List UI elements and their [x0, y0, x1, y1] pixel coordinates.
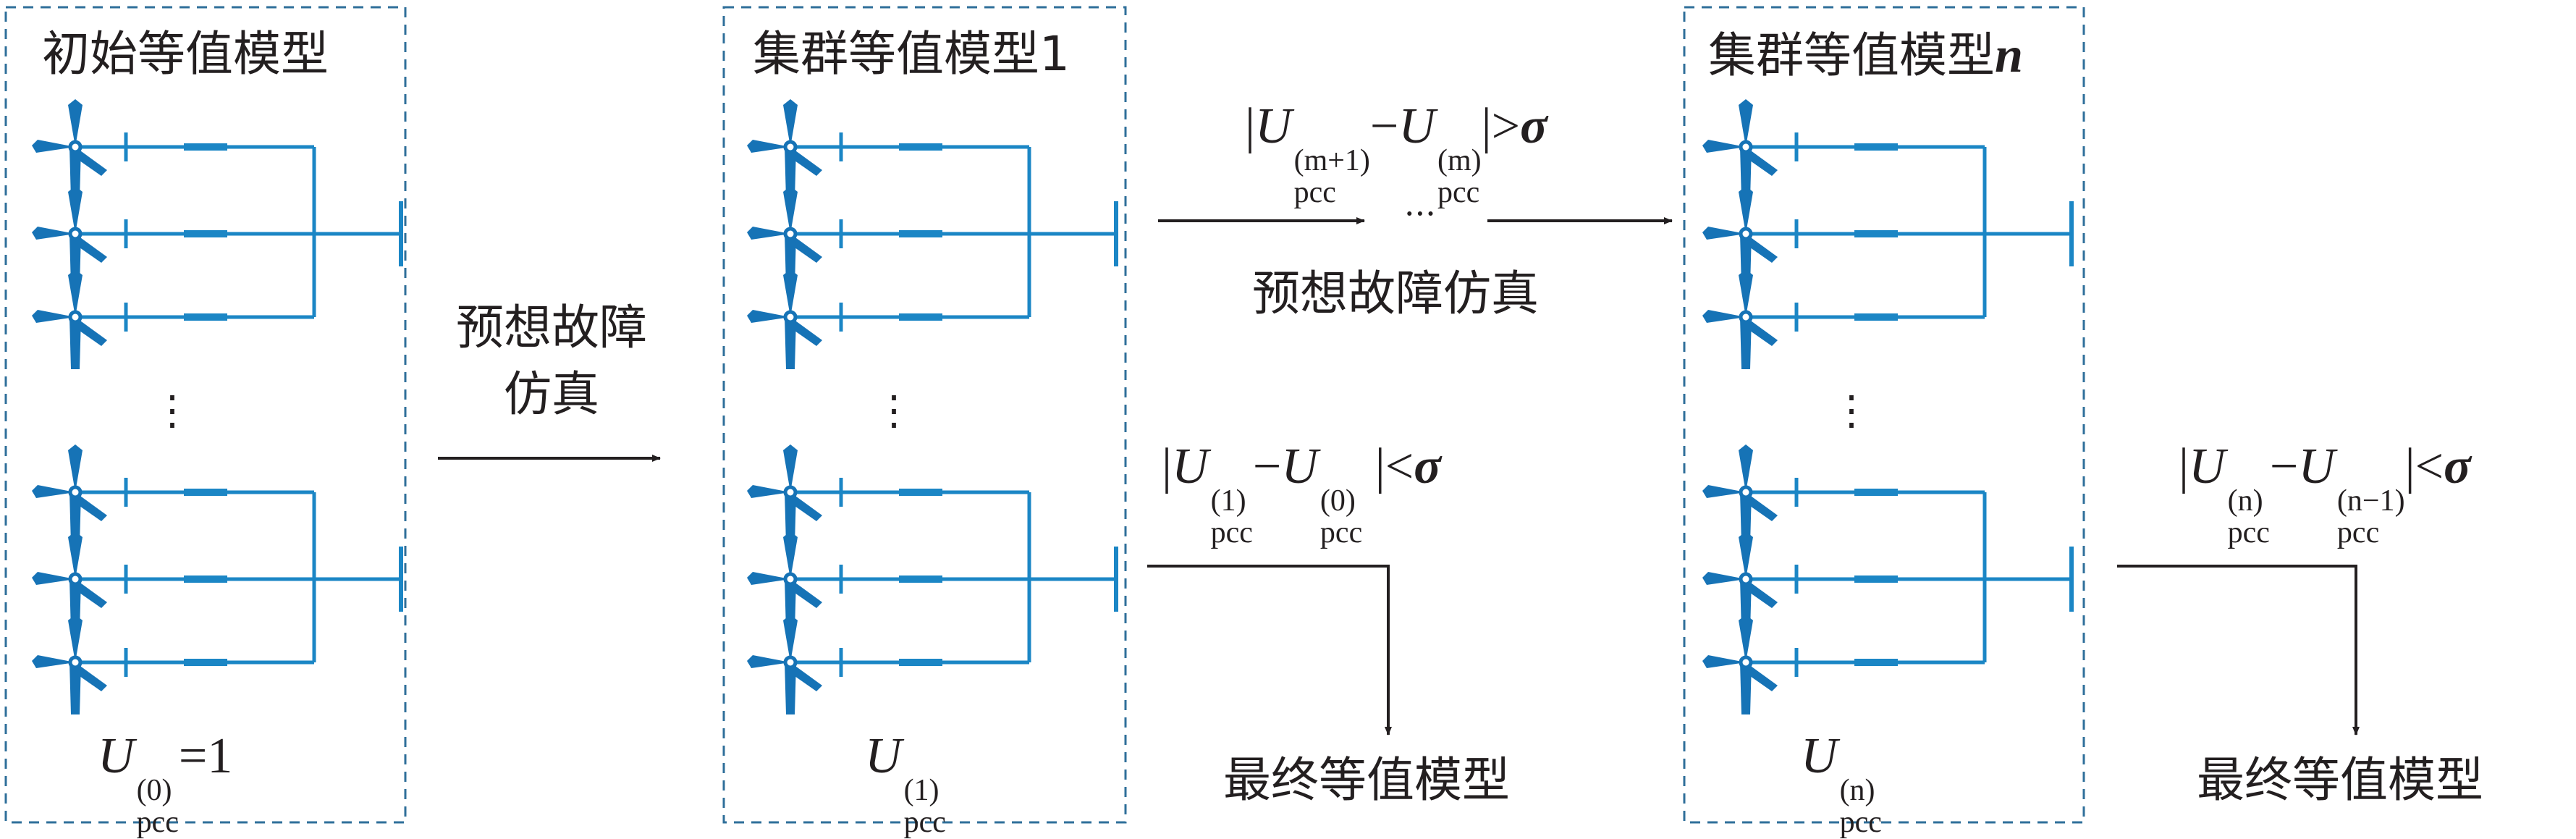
box2-lower-wind-turbine-icon — [747, 444, 822, 544]
box1-lower-wind-turbine-icon — [32, 444, 107, 544]
box-title-cluster-n: 集群等值模型n — [1708, 30, 2023, 81]
label-fault-sim-line1: 预想故障 — [456, 300, 647, 355]
box1-upper-wind-turbine-icon — [32, 99, 107, 199]
box1-upper-wind-turbine-icon — [32, 269, 107, 369]
box2-lower-wind-turbine-icon — [747, 531, 822, 631]
box3-lower-wind-turbine-icon — [1702, 531, 1778, 631]
box3-lower-wind-turbine-icon — [1702, 615, 1778, 714]
box-title-cluster-1: 集群等值模型1 — [753, 26, 1070, 82]
turbine-networks — [32, 99, 2074, 714]
voltage-cluster-1: U(1)pcc — [865, 728, 946, 839]
label-fault-sim-line2: 仿真 — [504, 366, 599, 422]
box3-upper-wind-turbine-icon — [1702, 99, 1778, 199]
box2-upper-wind-turbine-icon — [747, 186, 822, 286]
vertical-ellipsis-2: ⋮ — [874, 387, 914, 434]
box-cluster-model-1 — [722, 6, 1127, 824]
voltage-cluster-n: U(n)pcc — [1801, 728, 1882, 839]
box3-upper-wind-turbine-icon — [1702, 186, 1778, 286]
condition-converge-1: |U(1)pcc−U(0)pcc |<σ — [1162, 439, 1441, 550]
horizontal-ellipsis: ··· — [1404, 194, 1436, 233]
arrow-converge-1 — [1147, 565, 1392, 735]
label-final-model-1: 最终等值模型 — [1223, 752, 1510, 808]
vertical-ellipsis-n: ⋮ — [1831, 387, 1872, 434]
condition-converge-2: |U(n)pcc−U(n−1)pcc|<σ — [2179, 439, 2471, 550]
box1-lower-wind-turbine-icon — [32, 615, 107, 714]
box-initial-model — [4, 6, 407, 824]
box-title-cluster-n-text: 集群等值模型 — [1708, 28, 1995, 83]
arrow-converge-2 — [2117, 565, 2360, 735]
box3-lower-wind-turbine-icon — [1702, 444, 1778, 544]
voltage-initial: U(0)pcc=1 — [98, 728, 233, 839]
box1-upper-wind-turbine-icon — [32, 186, 107, 286]
label-final-model-2: 最终等值模型 — [2197, 752, 2483, 808]
box2-lower-wind-turbine-icon — [747, 615, 822, 714]
box-cluster-model-n — [1683, 6, 2085, 824]
label-fault-sim-iterate: 预想故障仿真 — [1252, 266, 1539, 321]
box-title-initial: 初始等值模型 — [42, 26, 329, 82]
box1-lower-wind-turbine-icon — [32, 531, 107, 631]
vertical-ellipsis-1: ⋮ — [152, 387, 193, 434]
box2-upper-wind-turbine-icon — [747, 99, 822, 199]
box2-upper-wind-turbine-icon — [747, 269, 822, 369]
condition-diverge: |U(m+1)pcc−U(m)pcc|>σ — [1245, 98, 1547, 210]
box3-upper-wind-turbine-icon — [1702, 269, 1778, 369]
box-title-cluster-n-suffix: n — [1995, 28, 2023, 83]
